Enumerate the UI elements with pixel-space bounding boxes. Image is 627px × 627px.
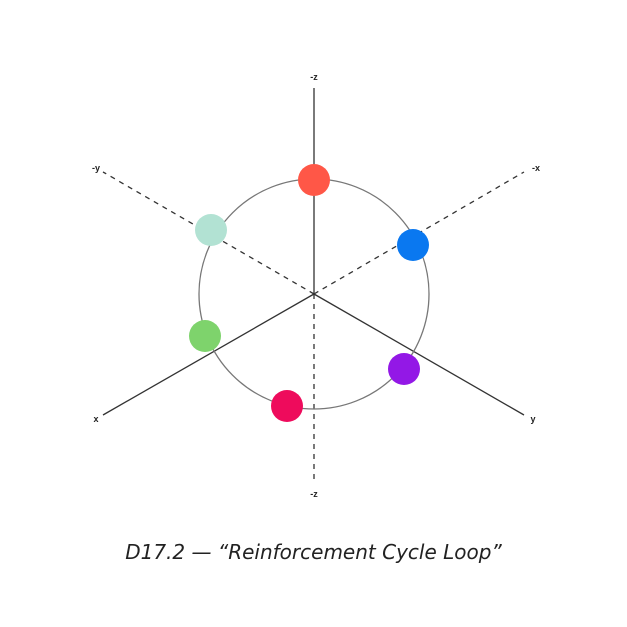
diagram-caption: D17.2 — “Reinforcement Cycle Loop”: [125, 540, 502, 564]
axis-x: [102, 293, 315, 416]
axis-label-lower-right: y: [530, 414, 535, 424]
axis-y: [313, 293, 525, 416]
axis-label-lower-left: x: [93, 414, 98, 424]
node-blue: [397, 229, 429, 261]
node-crimson: [271, 390, 303, 422]
axis-label-upper-left: -y: [92, 163, 100, 173]
axis-label-top: -z: [310, 72, 318, 82]
node-red: [298, 164, 330, 196]
node-purple: [388, 353, 420, 385]
node-mint: [195, 214, 227, 246]
axis-label-upper-right: -x: [532, 163, 540, 173]
axis-label-bottom: -z: [310, 489, 318, 499]
node-green: [189, 320, 221, 352]
